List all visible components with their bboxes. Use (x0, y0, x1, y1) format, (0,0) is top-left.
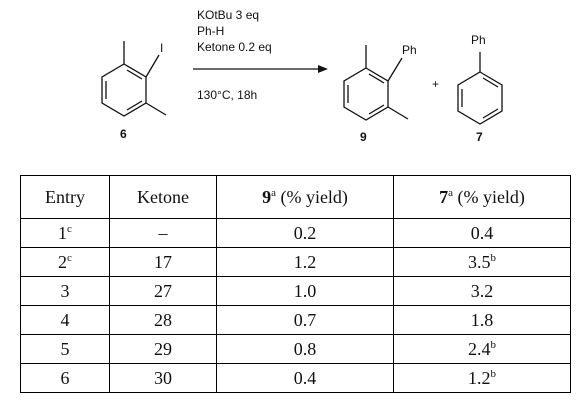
yield-7-cell: 2.4b (393, 334, 571, 364)
reactant-structure (101, 41, 167, 117)
product-9-substituent: Ph (402, 43, 417, 57)
yield-7-value: 0.4 (470, 222, 494, 243)
condition-solvent: Ph-H (197, 24, 224, 38)
entry-footnote: c (67, 222, 72, 235)
yield-9-cell: 1.0 (216, 276, 394, 306)
header-yield-9-text: (% yield) (275, 186, 348, 207)
entry-number: 4 (60, 309, 70, 330)
condition-temperature: 130°C, 18h (197, 88, 257, 102)
ketone-cell: 28 (109, 305, 217, 335)
header-compound-9: 9 (262, 186, 272, 207)
yield-7-value: 1.8 (470, 309, 494, 330)
header-yield-9: 9a (% yield) (216, 175, 394, 219)
yield-7-footnote: b (490, 367, 497, 380)
ketone-cell: 27 (109, 276, 217, 306)
ketone-cell: 17 (109, 247, 217, 277)
yield-7-cell: 0.4 (393, 218, 571, 248)
yield-9-cell: 0.2 (216, 218, 394, 248)
yield-7-footnote: b (490, 251, 497, 264)
yield-7-cell: 3.2 (393, 276, 571, 306)
table-row: 4 28 0.7 1.8 (20, 305, 571, 335)
entry-number: 2 (58, 251, 68, 272)
entry-footnote: c (67, 251, 72, 264)
table-row: 2c 17 1.2 3.5b (20, 247, 571, 277)
entry-number: 6 (60, 367, 70, 388)
product-9-label: 9 (360, 130, 367, 144)
product-7-label: 7 (476, 130, 483, 144)
product-7-substituent: Ph (471, 33, 486, 47)
entry-cell: 5 (20, 334, 110, 364)
yield-7-footnote: b (490, 338, 497, 351)
header-footnote-a: a (271, 186, 276, 199)
reactant-label: 6 (120, 127, 127, 141)
reaction-scheme: I 6 KOtBu 3 eq Ph-H Ketone 0.2 eq 130°C,… (101, 8, 503, 144)
condition-base: KOtBu 3 eq (197, 8, 259, 22)
header-ketone: Ketone (109, 175, 217, 219)
ketone-cell: 30 (109, 363, 217, 393)
header-footnote-a: a (448, 186, 453, 199)
table-row: 3 27 1.0 3.2 (20, 276, 571, 306)
yield-7-cell: 1.2b (393, 363, 571, 393)
condition-ketone: Ketone 0.2 eq (197, 40, 272, 54)
yield-7-value: 3.5 (468, 251, 491, 272)
ketone-cell: 29 (109, 334, 217, 364)
yield-7-value: 3.2 (470, 280, 494, 301)
results-table: Entry Ketone 9a (% yield) 7a (% yield) 1… (20, 175, 571, 393)
yield-9-cell: 0.4 (216, 363, 394, 393)
yield-9-cell: 1.2 (216, 247, 394, 277)
table-row: 6 30 0.4 1.2b (20, 363, 571, 393)
yield-7-value: 1.2 (468, 367, 491, 388)
ketone-cell: – (109, 218, 217, 248)
yield-7-value: 2.4 (468, 338, 491, 359)
product-9-structure (343, 45, 409, 121)
header-compound-7: 7 (439, 186, 449, 207)
yield-9-cell: 0.8 (216, 334, 394, 364)
entry-number: 5 (60, 338, 70, 359)
header-yield-7-text: (% yield) (452, 186, 525, 207)
table-row: 5 29 0.8 2.4b (20, 334, 571, 364)
entry-cell: 6 (20, 363, 110, 393)
yield-7-cell: 3.5b (393, 247, 571, 277)
table-header-row: Entry Ketone 9a (% yield) 7a (% yield) (20, 175, 571, 219)
entry-cell: 4 (20, 305, 110, 335)
table-row: 1c – 0.2 0.4 (20, 218, 571, 248)
entry-number: 1 (58, 222, 68, 243)
entry-number: 3 (60, 280, 70, 301)
header-yield-7: 7a (% yield) (393, 175, 571, 219)
product-7-structure (457, 52, 503, 125)
entry-cell: 2c (20, 247, 110, 277)
entry-cell: 1c (20, 218, 110, 248)
arrow-head (318, 65, 328, 73)
yield-7-cell: 1.8 (393, 305, 571, 335)
yield-9-cell: 0.7 (216, 305, 394, 335)
header-entry: Entry (20, 175, 110, 219)
reactant-substituent: I (160, 41, 163, 55)
entry-cell: 3 (20, 276, 110, 306)
plus-sign: + (432, 77, 439, 91)
